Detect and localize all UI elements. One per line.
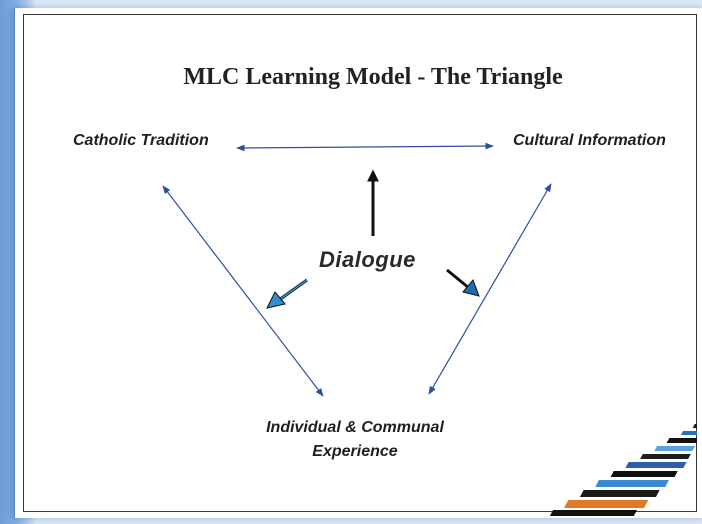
slide-frame (23, 14, 697, 512)
node-catholic-tradition: Catholic Tradition (73, 132, 209, 149)
diagram-connectors (162, 142, 552, 397)
dialogue-right-arrow (446, 268, 480, 297)
slide-title: MLC Learning Model - The Triangle (183, 64, 563, 90)
slide: MLC Learning Model - The Triangle Cathol… (14, 8, 702, 518)
connector-tradition-culture (236, 142, 494, 152)
mlc-logo (549, 424, 697, 516)
node-bottom-line-1: Individual & Communal (266, 419, 444, 436)
center-dialogue: Dialogue (319, 247, 416, 272)
dialogue-left-arrow (266, 278, 308, 309)
node-individual-communal-experience: Individual & Communal Experience (235, 416, 475, 464)
connector-culture-experience (428, 183, 552, 395)
connector-tradition-experience (162, 185, 324, 397)
node-cultural-information: Cultural Information (513, 132, 666, 149)
node-bottom-line-2: Experience (312, 443, 398, 460)
